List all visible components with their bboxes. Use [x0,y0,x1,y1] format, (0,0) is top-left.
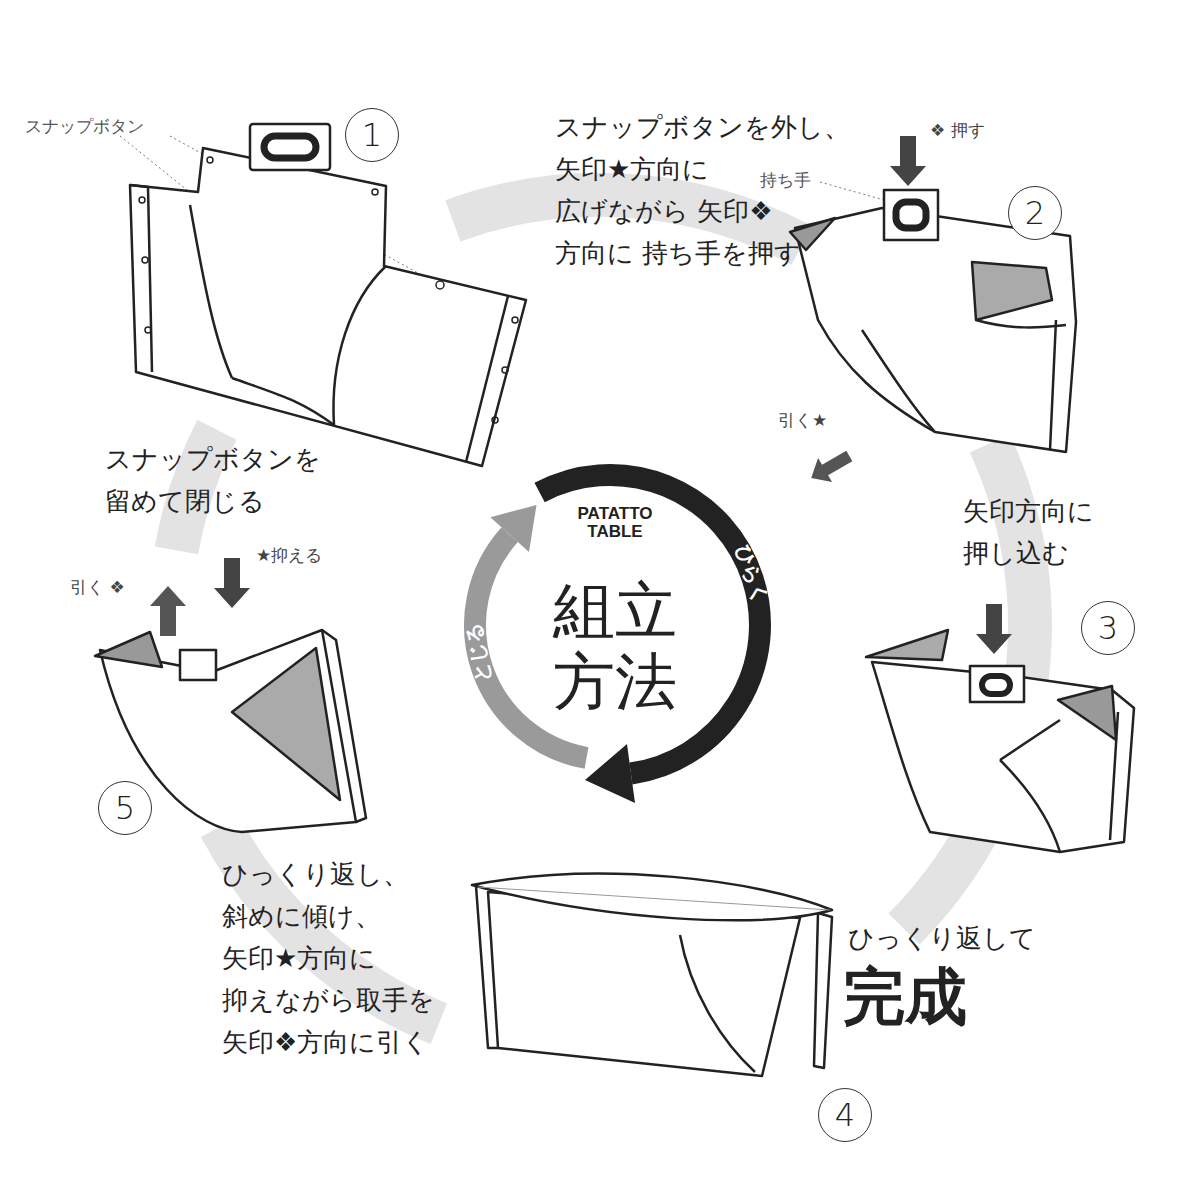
opening-table [795,208,1076,452]
opening-table [862,330,935,432]
pushing-table [866,630,948,660]
opening-table [884,190,938,240]
arrow-label: ひらく [730,542,774,607]
folded-table [207,157,213,163]
instruction: 矢印方向に 押し込む [963,490,1094,574]
folded-table [139,157,518,423]
folded-table [372,189,378,195]
closing-table [180,650,216,680]
title: 組立 方法 [553,575,677,718]
closing-table [214,558,250,608]
step-number: 5 [98,781,152,835]
pushing-table [976,604,1012,654]
folded-table [466,296,508,462]
folded-table [130,148,526,466]
arrow-label: とじる [460,621,495,684]
pushing-table [970,666,1024,702]
finished-table [680,935,755,1072]
folded-table [130,124,526,466]
instruction: ひっくり返して [848,922,1036,955]
callout-number: 1 [362,119,382,151]
folded-table [492,417,498,423]
pushing-table [1000,720,1060,760]
folded-table [232,378,334,425]
part-name: 持ち手 [760,170,811,191]
instruction: スナップボタンを 留めて閉じる [105,438,321,522]
step-number: 3 [1081,601,1135,655]
opening-table [976,320,1066,327]
pushing-table [1110,712,1118,840]
finished-table [814,913,832,1068]
closing-table [95,632,162,667]
instruction: ひっくり返し、 斜めに傾け、 矢印★方向に 抑えながら取手を 矢印❖方向に引く [222,853,435,1063]
opening-table [1050,320,1056,450]
action-note: 引く ❖ [70,577,125,598]
step-number: 4 [818,1088,872,1142]
folded-table [264,136,316,158]
cycle-arrow [490,505,536,552]
action-note: ❖ 押す [930,120,985,141]
folded-table [512,317,518,323]
finished-table [472,874,832,1076]
step-number: 1 [345,108,399,162]
action-note: ★抑える [256,545,322,566]
closing-table [150,586,186,636]
folded-table [502,367,508,373]
callout-number: 2 [1025,197,1045,229]
opening-table [896,202,926,228]
pushing-table [1000,760,1060,852]
cycle-arrow [540,475,760,774]
opening-table [890,136,926,186]
folded-table [130,185,152,372]
brand-name: PATATTO TABLE [578,505,653,541]
finished-table [472,874,832,921]
opening-table [804,444,856,490]
part-name: スナップボタン [25,116,144,137]
closing-table [322,630,366,822]
opening-table [790,136,1076,490]
result-label: 完成 [843,958,967,1036]
folded-table [250,124,330,170]
finished-table [478,887,830,910]
step-number: 2 [1008,186,1062,240]
pushing-table [976,604,1012,654]
folded-table [139,197,145,203]
opening-table [890,136,926,186]
folded-table [142,257,148,263]
callout-number: 4 [835,1099,855,1131]
pushing-table [872,662,1134,852]
closing-table [214,558,250,608]
folded-table [190,205,232,378]
folded-table [436,281,444,289]
pushing-table [1058,686,1116,740]
closing-table [150,586,186,636]
cycle-arrow [585,744,635,803]
finished-table [476,886,498,1048]
opening-table [804,444,856,490]
cycle-arrow [475,475,760,803]
pushing-table [982,676,1010,694]
leader-line [820,182,884,200]
opening-table [972,262,1052,320]
closing-table [232,648,340,800]
callout-number: 3 [1098,612,1118,644]
callout-number: 5 [115,792,135,824]
action-note: 引く★ [778,410,827,431]
folded-table [333,266,386,425]
folded-table [145,327,151,333]
